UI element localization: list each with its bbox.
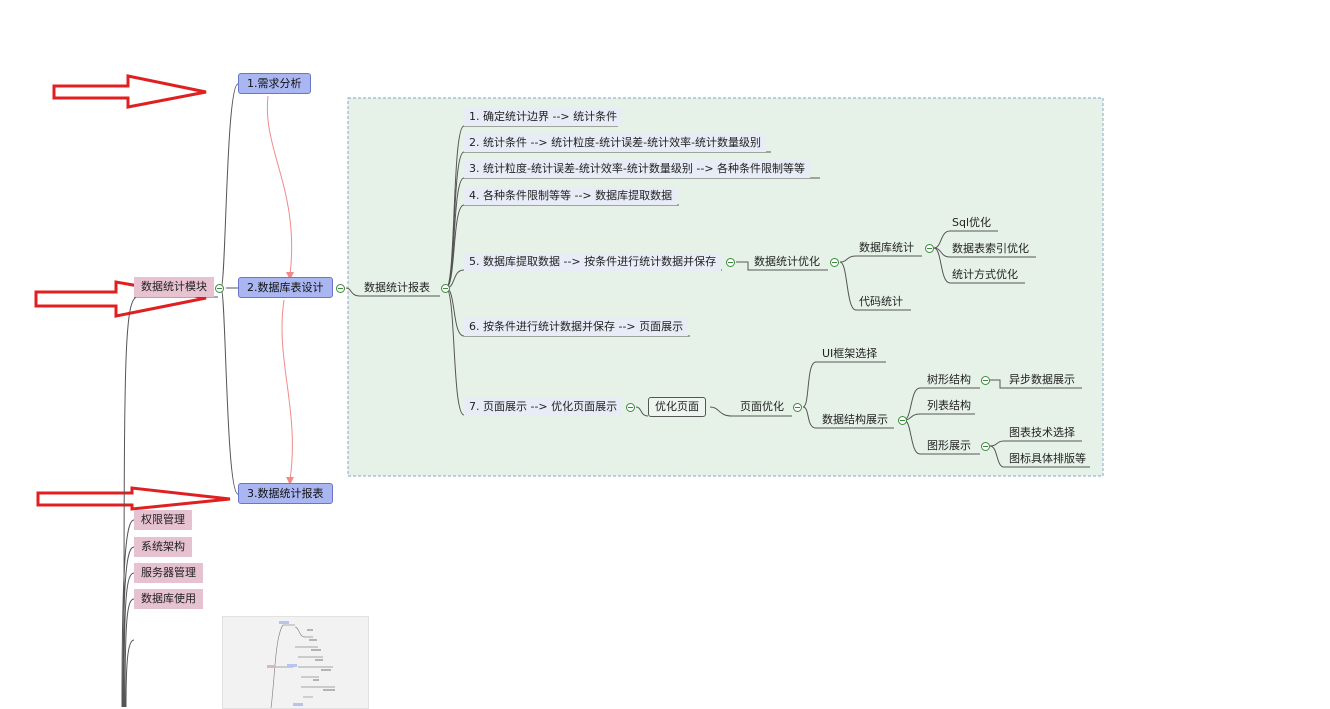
topic-database[interactable]: 数据库使用 bbox=[134, 589, 203, 609]
collapse-toggle-phase2[interactable] bbox=[336, 284, 345, 293]
collapse-toggle-graph[interactable] bbox=[981, 442, 990, 451]
sql-optimization[interactable]: Sql优化 bbox=[952, 216, 992, 229]
chart-tech-selection[interactable]: 图表技术选择 bbox=[1009, 426, 1075, 439]
connector-root-others bbox=[123, 295, 141, 707]
chart-layout[interactable]: 图标具体排版等 bbox=[1009, 452, 1086, 465]
relation-1-2 bbox=[266, 95, 293, 276]
collapse-toggle-root[interactable] bbox=[215, 284, 224, 293]
collapse-toggle-db-stat[interactable] bbox=[925, 244, 934, 253]
ui-framework[interactable]: UI框架选择 bbox=[822, 347, 878, 360]
db-stat[interactable]: 数据库统计 bbox=[859, 241, 914, 254]
collapse-toggle-report[interactable] bbox=[441, 284, 450, 293]
list-structure[interactable]: 列表结构 bbox=[927, 399, 971, 412]
code-stat[interactable]: 代码统计 bbox=[859, 295, 903, 308]
step-2[interactable]: 2. 统计条件 --> 统计粒度-统计误差-统计效率-统计数量级别 bbox=[464, 134, 767, 152]
connectors-step5 bbox=[736, 230, 1036, 311]
red-arrow-2 bbox=[34, 280, 207, 318]
connector-extra bbox=[125, 639, 135, 707]
connector-phase2-report bbox=[345, 287, 440, 297]
async-data-display[interactable]: 异步数据展示 bbox=[1009, 373, 1075, 386]
red-arrow-3 bbox=[36, 486, 231, 511]
phase-report[interactable]: 3.数据统计报表 bbox=[238, 483, 333, 504]
collapse-toggle-ds[interactable] bbox=[898, 416, 907, 425]
collapse-toggle-page-opt[interactable] bbox=[793, 403, 802, 412]
index-optimization[interactable]: 数据表索引优化 bbox=[952, 242, 1029, 255]
minimap-drawing bbox=[267, 621, 335, 708]
step-1[interactable]: 1. 确定统计边界 --> 统计条件 bbox=[464, 108, 623, 126]
connector-root-phase1 bbox=[220, 83, 239, 289]
topic-architecture[interactable]: 系统架构 bbox=[134, 537, 192, 557]
collapse-toggle-step5[interactable] bbox=[726, 258, 735, 267]
phase-requirements[interactable]: 1.需求分析 bbox=[238, 73, 311, 94]
step-3[interactable]: 3. 统计粒度-统计误差-统计效率-统计数量级别 --> 各种条件限制等等 bbox=[464, 160, 811, 178]
root-topic[interactable]: 数据统计模块 bbox=[134, 277, 214, 297]
step-6[interactable]: 6. 按条件进行统计数据并保存 --> 页面展示 bbox=[464, 318, 689, 336]
relation-2-3-head bbox=[286, 477, 294, 485]
step-5[interactable]: 5. 数据库提取数据 --> 按条件进行统计数据并保存 bbox=[464, 253, 722, 271]
red-arrow-1 bbox=[52, 74, 207, 109]
step-4[interactable]: 4. 各种条件限制等等 --> 数据库提取数据 bbox=[464, 187, 678, 205]
step-7[interactable]: 7. 页面展示 --> 优化页面展示 bbox=[464, 398, 623, 416]
phase-db-design[interactable]: 2.数据库表设计 bbox=[238, 277, 333, 298]
collapse-toggle-tree[interactable] bbox=[981, 376, 990, 385]
report-topic[interactable]: 数据统计报表 bbox=[364, 281, 430, 294]
page-optimization[interactable]: 页面优化 bbox=[740, 400, 784, 413]
topic-permission[interactable]: 权限管理 bbox=[134, 510, 192, 530]
data-structure-display[interactable]: 数据结构展示 bbox=[822, 413, 888, 426]
minimap-thumbnail[interactable] bbox=[222, 616, 369, 709]
connector-other-4 bbox=[124, 598, 135, 707]
relation-2-3 bbox=[281, 299, 293, 481]
connector-other-3 bbox=[123, 572, 135, 707]
collapse-toggle-step7[interactable] bbox=[626, 403, 635, 412]
connector-root-phase3 bbox=[220, 287, 239, 495]
collapse-toggle-stat-opt[interactable] bbox=[830, 258, 839, 267]
graph-display[interactable]: 图形展示 bbox=[927, 439, 971, 452]
tree-structure[interactable]: 树形结构 bbox=[927, 373, 971, 386]
topic-server[interactable]: 服务器管理 bbox=[134, 563, 203, 583]
optimize-page[interactable]: 优化页面 bbox=[648, 397, 706, 417]
connector-other-1 bbox=[121, 519, 135, 707]
stat-optimization[interactable]: 数据统计优化 bbox=[754, 255, 820, 268]
relation-1-2-head bbox=[286, 272, 294, 280]
connector-other-2 bbox=[122, 546, 135, 707]
method-optimization[interactable]: 统计方式优化 bbox=[952, 268, 1018, 281]
